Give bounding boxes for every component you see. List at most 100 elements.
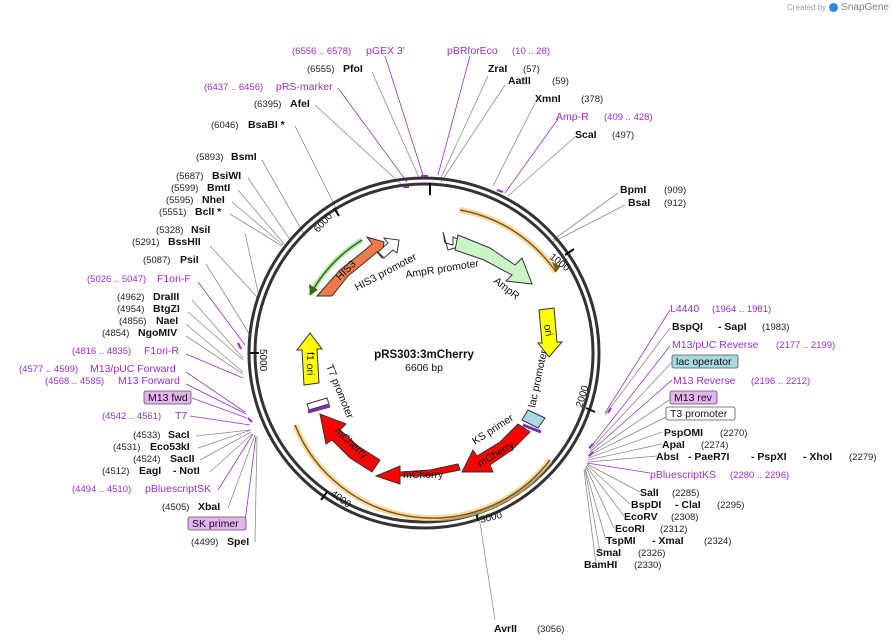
afei-site: AfeI: [290, 98, 310, 110]
psii-pos: (5087): [143, 255, 170, 266]
bsshii-pos: (5291): [132, 237, 159, 248]
m13puc-rev-pos: (2177 .. 2199): [776, 340, 835, 351]
m13-forward-primer: M13 Forward: [118, 375, 180, 387]
bsmi-pos: (5893): [196, 152, 223, 163]
xbai-site: XbaI: [198, 501, 220, 513]
smai-pos: (2326): [638, 548, 665, 559]
scai-site: ScaI: [575, 129, 597, 141]
created-by-text: Created by: [787, 3, 827, 12]
snapgene-logo-icon: [829, 3, 839, 12]
noti-site: - NotI: [173, 465, 200, 477]
tspmi-pos: (2324): [704, 536, 731, 547]
bamhi-pos: (2330): [634, 560, 661, 571]
btgzi-pos: (4954): [117, 304, 144, 315]
m13-forward-pos: (4568 .. 4585): [45, 376, 104, 387]
f1-ori-feature[interactable]: f1 ori: [295, 332, 323, 386]
nhei-site: NheI: [202, 194, 225, 206]
bamhi-site: BamHI: [584, 559, 617, 571]
bspqi-site: BspQI: [672, 321, 703, 333]
his3-promoter-feature[interactable]: [377, 237, 400, 259]
f1orif-primer: F1ori-F: [157, 273, 191, 285]
pfoi-pos: (6555): [307, 64, 334, 75]
absi-pos: (2279): [849, 452, 876, 463]
m13-reverse-pos: (2196 .. 2212): [751, 376, 810, 387]
ecorv-pos: (2308): [671, 512, 698, 523]
snapgene-brand: SnapGene: [841, 2, 889, 13]
xmai-site: - XmaI: [652, 535, 684, 547]
m13puc-fwd-pos: (4577 .. 4599): [19, 364, 78, 375]
leader-lines: [185, 55, 673, 621]
draiii-site: DraIII: [153, 291, 179, 303]
sali-pos: (2285): [672, 488, 699, 499]
t7-promoter-label: T7 promoter: [323, 363, 356, 421]
aatii-site: AatII: [508, 75, 531, 87]
right-labels: L4440 (1964 .. 1981) BspQI - SapI (1983)…: [584, 303, 876, 571]
bspdi-pos: (2295): [717, 500, 744, 511]
pblueks-ks-pos: (2280 .. 2296): [730, 470, 789, 481]
absi-site: AbsI: [656, 451, 679, 463]
pbrforeco-pos: (10 .. 28): [512, 46, 550, 57]
spei-site: SpeI: [227, 536, 249, 548]
m13-fwd-box: [143, 390, 192, 405]
draiii-pos: (4962): [117, 292, 144, 303]
ori-label: ori: [541, 323, 555, 337]
zrai-site: ZraI: [488, 63, 507, 75]
f1-ori-label: f1 ori: [304, 352, 316, 375]
pfoi-site: PfoI: [343, 63, 363, 75]
bmti-pos: (5599): [171, 183, 198, 194]
bpmi-site: BpmI: [620, 184, 646, 196]
smai-site: SmaI: [596, 547, 621, 559]
naei-pos: (4856): [119, 316, 146, 327]
bsiwi-pos: (5687): [176, 171, 203, 182]
clai-site: - ClaI: [675, 499, 701, 511]
mcherry-feature-2[interactable]: mCherry: [374, 463, 461, 485]
ampr-feature[interactable]: [454, 234, 533, 285]
t3-promoter-box-label: T3 promoter: [670, 408, 728, 420]
l4440-primer: L4440: [670, 303, 699, 315]
xmni-site: XmnI: [535, 93, 561, 105]
ori-feature[interactable]: ori: [536, 307, 564, 358]
bsshii-site: BssHII: [168, 236, 201, 248]
psii-site: PsiI: [180, 254, 199, 266]
f1orir-pos: (4816 .. 4835): [72, 346, 131, 357]
ecorv-site: EcoRV: [624, 511, 658, 523]
prsmarker-primer: pRS-marker: [276, 81, 333, 93]
scai-pos: (497): [612, 130, 634, 141]
m13-fwd-box-label: M13 fwd: [148, 392, 188, 404]
backbone: [247, 176, 601, 530]
nhei-pos: (5595): [166, 195, 193, 206]
pspomi-site: PspOMI: [664, 427, 703, 439]
sk-primer-box-label: SK primer: [192, 518, 239, 530]
pgex3-pos: (6556 .. 6578): [292, 46, 351, 57]
bottom-labels: AvrII (3056): [494, 623, 564, 635]
ampr-primer-pos: (409 .. 428): [604, 112, 653, 123]
lac-operator-feature[interactable]: [521, 409, 546, 434]
eagi-pos: (4512): [102, 466, 129, 477]
pblueks-sk-primer: pBluescriptSK: [145, 483, 211, 495]
m13puc-rev-primer: M13/pUC Reverse: [672, 339, 759, 351]
sali-site: SalI: [640, 487, 659, 499]
paer7i-site: - PaeR7I: [688, 451, 730, 463]
nsii-pos: (5328): [156, 225, 183, 236]
tspmi-site: TspMI: [606, 535, 636, 547]
m13-reverse-primer: M13 Reverse: [673, 375, 736, 387]
xbai-pos: (4505): [162, 502, 189, 513]
m13-rev-box: [669, 390, 718, 405]
apai-pos: (2274): [701, 440, 728, 451]
bpmi-pos: (909): [664, 185, 686, 196]
tick-2000: 2000: [574, 384, 591, 409]
lac-operator-box: [671, 354, 739, 369]
left-labels: (5893) BsmI (5687) BsiWI (5599) BmtI (55…: [19, 151, 257, 548]
ampr-primer: Amp-R: [556, 111, 589, 123]
pspxi-site: - PspXI: [751, 451, 787, 463]
t7-pos: (4542 .. 4561): [102, 411, 161, 422]
bsai-pos: (912): [664, 198, 686, 209]
ecori-pos: (2312): [660, 524, 687, 535]
pblueks-sk-pos: (4494 .. 4510): [72, 484, 131, 495]
bsmi-site: BsmI: [231, 151, 257, 163]
t3-promoter-box: [665, 406, 736, 421]
mcherry-feature-3[interactable]: mCherry: [319, 413, 381, 473]
nsii-site: NsiI: [191, 224, 210, 236]
t7-promoter-marks: [306, 397, 331, 414]
